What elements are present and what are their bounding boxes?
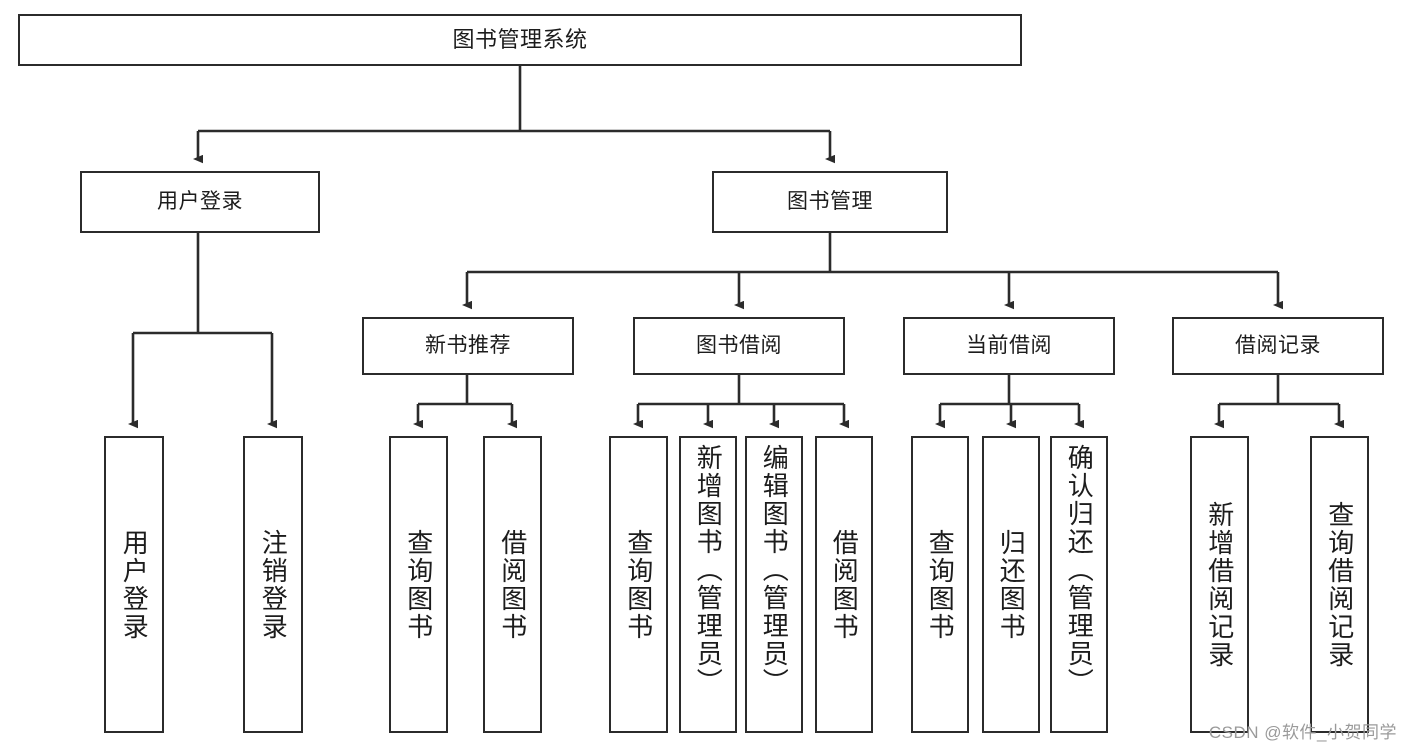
leaf-query-book-2[interactable]: 查询图书 <box>609 436 668 733</box>
node-label: 编辑图书（管理员） <box>759 444 790 696</box>
node-label: 借阅图书 <box>829 528 860 641</box>
node-user-login[interactable]: 用户登录 <box>80 171 320 233</box>
node-label: 归还图书 <box>996 528 1027 641</box>
leaf-confirm-return[interactable]: 确认归还（管理员） <box>1050 436 1108 733</box>
node-label: 图书管理 <box>787 189 873 213</box>
node-borrow-record[interactable]: 借阅记录 <box>1172 317 1384 375</box>
node-current-borrow[interactable]: 当前借阅 <box>903 317 1115 375</box>
node-label: 查询图书 <box>925 528 956 641</box>
node-label: 确认归还（管理员） <box>1064 444 1095 696</box>
node-label: 查询借阅记录 <box>1324 500 1355 669</box>
node-label: 借阅记录 <box>1235 333 1321 357</box>
node-label: 新增借阅记录 <box>1204 500 1235 669</box>
node-label: 新书推荐 <box>425 333 511 357</box>
node-label: 当前借阅 <box>966 333 1052 357</box>
node-book-borrow[interactable]: 图书借阅 <box>633 317 845 375</box>
node-label: 图书借阅 <box>696 333 782 357</box>
node-label: 新增图书（管理员） <box>693 444 724 696</box>
csdn-watermark: CSDN @软件_小贺同学 <box>1208 723 1397 742</box>
leaf-logout-login[interactable]: 注销登录 <box>243 436 303 733</box>
leaf-edit-book[interactable]: 编辑图书（管理员） <box>745 436 803 733</box>
node-label: 注销登录 <box>258 528 289 641</box>
node-label: 查询图书 <box>403 528 434 641</box>
node-new-book-recommend[interactable]: 新书推荐 <box>362 317 574 375</box>
node-label: 查询图书 <box>623 528 654 641</box>
node-root-system[interactable]: 图书管理系统 <box>18 14 1022 66</box>
node-label: 借阅图书 <box>497 528 528 641</box>
leaf-user-login[interactable]: 用户登录 <box>104 436 164 733</box>
leaf-query-book-3[interactable]: 查询图书 <box>911 436 969 733</box>
leaf-add-borrow-record[interactable]: 新增借阅记录 <box>1190 436 1249 733</box>
node-label: 用户登录 <box>119 528 150 641</box>
leaf-borrow-book-2[interactable]: 借阅图书 <box>815 436 873 733</box>
leaf-borrow-book-1[interactable]: 借阅图书 <box>483 436 542 733</box>
leaf-return-book[interactable]: 归还图书 <box>982 436 1040 733</box>
leaf-query-borrow-record[interactable]: 查询借阅记录 <box>1310 436 1369 733</box>
leaf-query-book-1[interactable]: 查询图书 <box>389 436 448 733</box>
leaf-add-book[interactable]: 新增图书（管理员） <box>679 436 737 733</box>
node-label: 图书管理系统 <box>452 27 588 53</box>
node-book-manage[interactable]: 图书管理 <box>712 171 948 233</box>
node-label: 用户登录 <box>157 189 243 213</box>
